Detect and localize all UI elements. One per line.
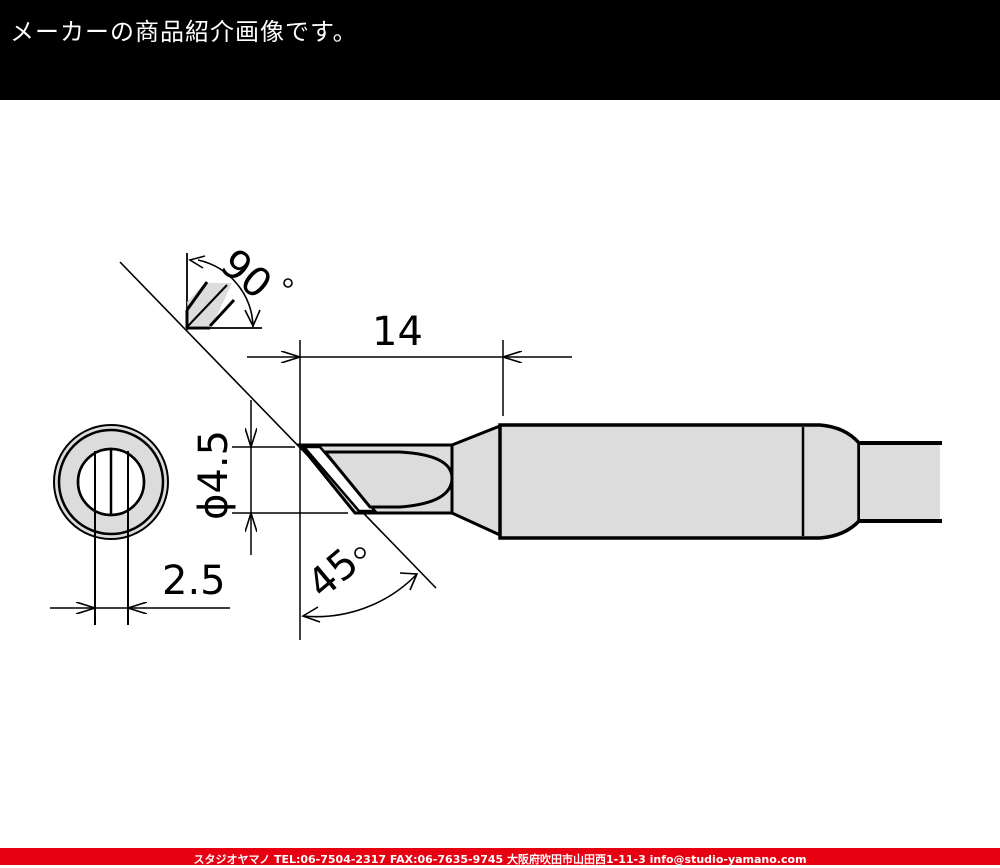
width-label: 2.5 (162, 558, 226, 604)
footer-banner: スタジオヤマノ TEL:06-7504-2317 FAX:06-7635-974… (0, 848, 1000, 866)
dimension-length: 14 (247, 309, 572, 640)
header-title: メーカーの商品紹介画像です。 (10, 18, 358, 46)
dimension-width: 2.5 (50, 558, 230, 608)
section-detail: 90 (185, 240, 293, 330)
dimension-diameter: ϕ4.5 (191, 400, 348, 555)
footer-contact-text: スタジオヤマノ TEL:06-7504-2317 FAX:06-7635-974… (193, 853, 807, 866)
header-banner: メーカーの商品紹介画像です。 (0, 0, 1000, 100)
technical-drawing: 2.5 90 14 (0, 100, 1000, 848)
end-view (53, 424, 169, 625)
diameter-label: ϕ4.5 (191, 430, 237, 520)
length-label: 14 (372, 309, 423, 355)
dimension-bevel-angle: 45 (299, 540, 419, 623)
bevel-line (119, 261, 437, 589)
tip-body (296, 423, 942, 540)
